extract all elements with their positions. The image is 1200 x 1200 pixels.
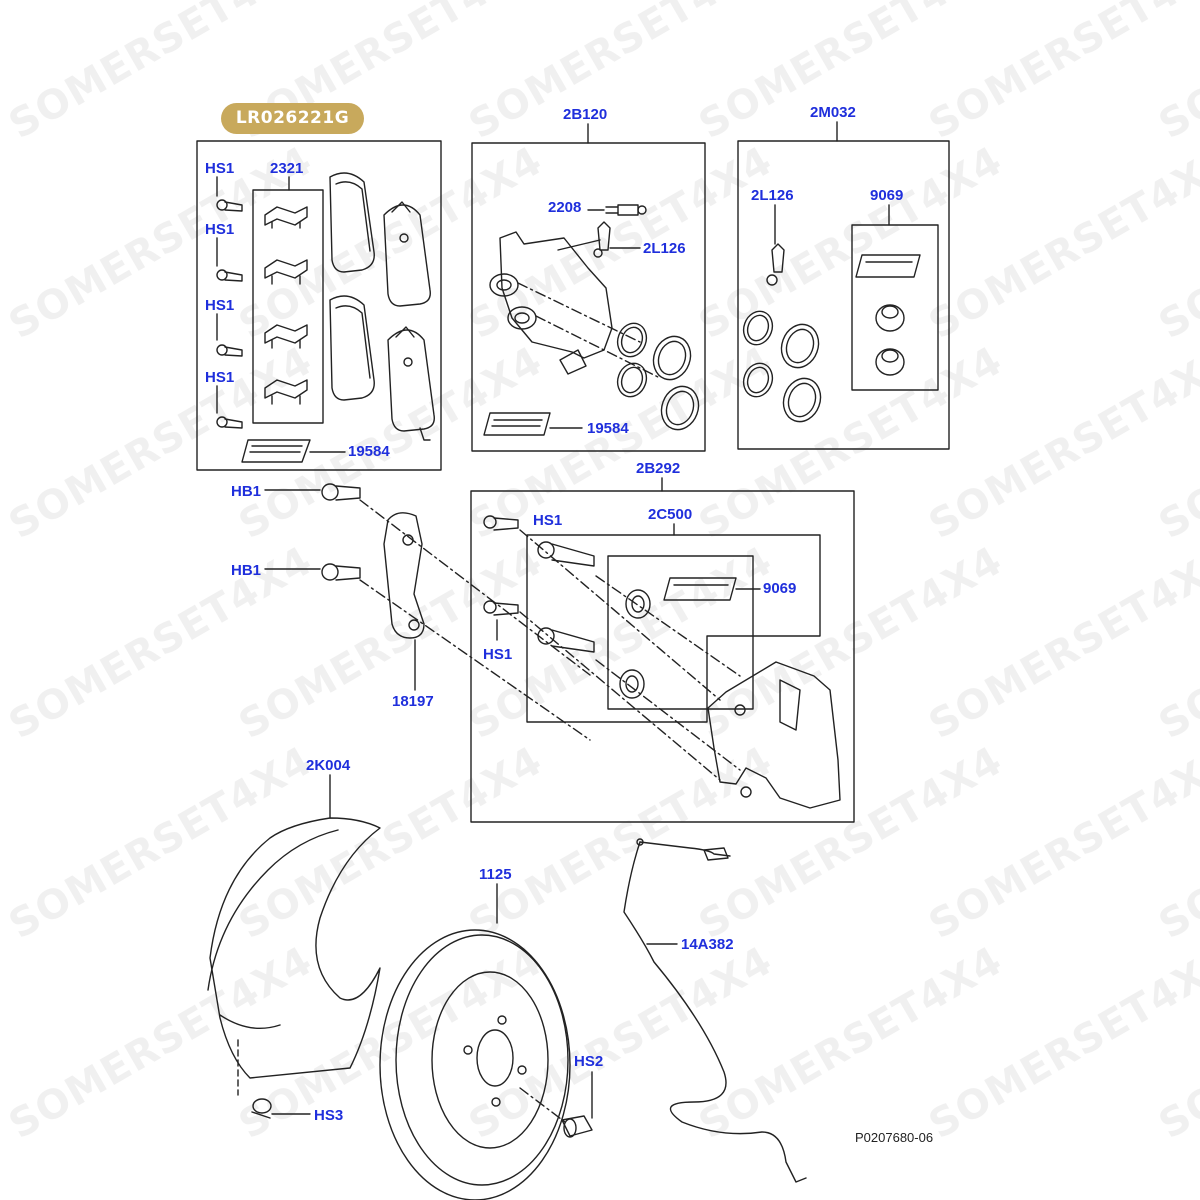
seal-kit-box xyxy=(737,140,950,450)
part-label-k2c500[interactable]: 2C500 xyxy=(648,506,693,523)
part-label-k2m032[interactable]: 2M032 xyxy=(810,104,856,121)
grease-sachet-icon xyxy=(663,577,737,601)
boot-icon xyxy=(619,669,645,699)
part-label-k2l126-a[interactable]: 2L126 xyxy=(643,240,686,257)
piston-seal-icon xyxy=(616,322,648,358)
part-label-k19584-a[interactable]: 19584 xyxy=(348,443,390,460)
bolt-icon xyxy=(321,483,361,501)
part-number-badge: LR026221G xyxy=(221,103,364,134)
piston-seal-icon xyxy=(652,335,692,381)
part-label-k9069-b[interactable]: 9069 xyxy=(763,580,797,597)
part-label-k2b292[interactable]: 2B292 xyxy=(636,460,681,477)
guide-kit-outline xyxy=(526,534,821,723)
caliper-kit-box xyxy=(471,142,706,452)
bolt-icon xyxy=(321,563,361,581)
bolt-icon xyxy=(216,416,243,429)
anti-rattle-clip-icon xyxy=(264,259,308,285)
piston-seal-icon xyxy=(780,323,820,369)
screw-icon xyxy=(251,1098,272,1119)
wear-sensor-icon xyxy=(623,838,807,1183)
brake-pad-icon xyxy=(329,295,375,401)
bolt-icon xyxy=(216,199,243,212)
brake-pad-icon xyxy=(383,201,431,307)
part-label-hs1-a[interactable]: HS1 xyxy=(205,160,235,177)
bolt-icon xyxy=(216,269,243,282)
dust-shield-icon xyxy=(207,817,381,1079)
anti-rattle-clip-icon xyxy=(264,324,308,349)
bolt-icon xyxy=(483,600,519,616)
bleed-cap-icon xyxy=(593,221,611,258)
part-label-hs2[interactable]: HS2 xyxy=(574,1053,604,1070)
part-label-k9069-a[interactable]: 9069 xyxy=(870,187,904,204)
boot-icon xyxy=(875,304,905,332)
bleed-screw-icon xyxy=(605,204,647,216)
part-label-k2k004[interactable]: 2K004 xyxy=(306,757,351,774)
seal-subkit-box xyxy=(851,224,939,391)
part-label-hs3[interactable]: HS3 xyxy=(314,1107,344,1124)
anti-rattle-clip-icon xyxy=(264,379,308,405)
part-label-k1125[interactable]: 1125 xyxy=(479,866,512,883)
bleed-cap-icon xyxy=(766,243,785,286)
part-label-hs1-e[interactable]: HS1 xyxy=(533,512,563,529)
piston-seal-icon xyxy=(616,362,648,398)
mounting-bracket-icon xyxy=(383,512,425,639)
part-label-k2208[interactable]: 2208 xyxy=(548,199,582,216)
piston-seal-icon xyxy=(782,377,822,423)
piston-seal-icon xyxy=(742,310,774,346)
grease-sachet-icon xyxy=(483,412,551,436)
boot-icon xyxy=(625,589,651,619)
guide-subkit-box xyxy=(607,555,754,710)
carrier-kit-box xyxy=(470,490,855,823)
part-label-hb1-a[interactable]: HB1 xyxy=(231,483,262,500)
caliper-body-icon xyxy=(489,231,613,375)
part-label-k18197[interactable]: 18197 xyxy=(392,693,434,710)
piston-seal-icon xyxy=(742,362,774,398)
pad-kit-box xyxy=(196,140,442,471)
grease-sachet-icon xyxy=(855,254,921,278)
part-label-hb1-b[interactable]: HB1 xyxy=(231,562,262,579)
part-label-k14a382[interactable]: 14A382 xyxy=(681,936,734,953)
screw-icon xyxy=(561,1115,593,1138)
part-label-k2b120[interactable]: 2B120 xyxy=(563,106,608,123)
grease-sachet-icon xyxy=(241,439,311,463)
brake-disc-icon xyxy=(379,929,571,1200)
guide-pin-icon xyxy=(537,541,595,567)
guide-pin-icon xyxy=(537,627,595,653)
anti-rattle-clip-icon xyxy=(264,206,308,229)
boot-icon xyxy=(875,348,905,376)
part-label-hs1-d[interactable]: HS1 xyxy=(205,369,235,386)
part-label-k2l126-b[interactable]: 2L126 xyxy=(751,187,794,204)
clip-group-box xyxy=(252,189,324,424)
part-label-hs1-b[interactable]: HS1 xyxy=(205,221,235,238)
caliper-carrier-icon xyxy=(707,661,841,809)
bolt-icon xyxy=(483,515,519,531)
diagram-reference-code: P0207680-06 xyxy=(855,1130,934,1145)
piston-seal-icon xyxy=(660,385,700,431)
brake-pad-icon xyxy=(329,172,375,273)
bolt-icon xyxy=(216,344,243,357)
part-label-hs1-c[interactable]: HS1 xyxy=(205,297,235,314)
part-label-k19584-b[interactable]: 19584 xyxy=(587,420,629,437)
part-label-k2321[interactable]: 2321 xyxy=(270,160,304,177)
part-label-hs1-f[interactable]: HS1 xyxy=(483,646,513,663)
brake-pad-icon xyxy=(387,326,435,441)
